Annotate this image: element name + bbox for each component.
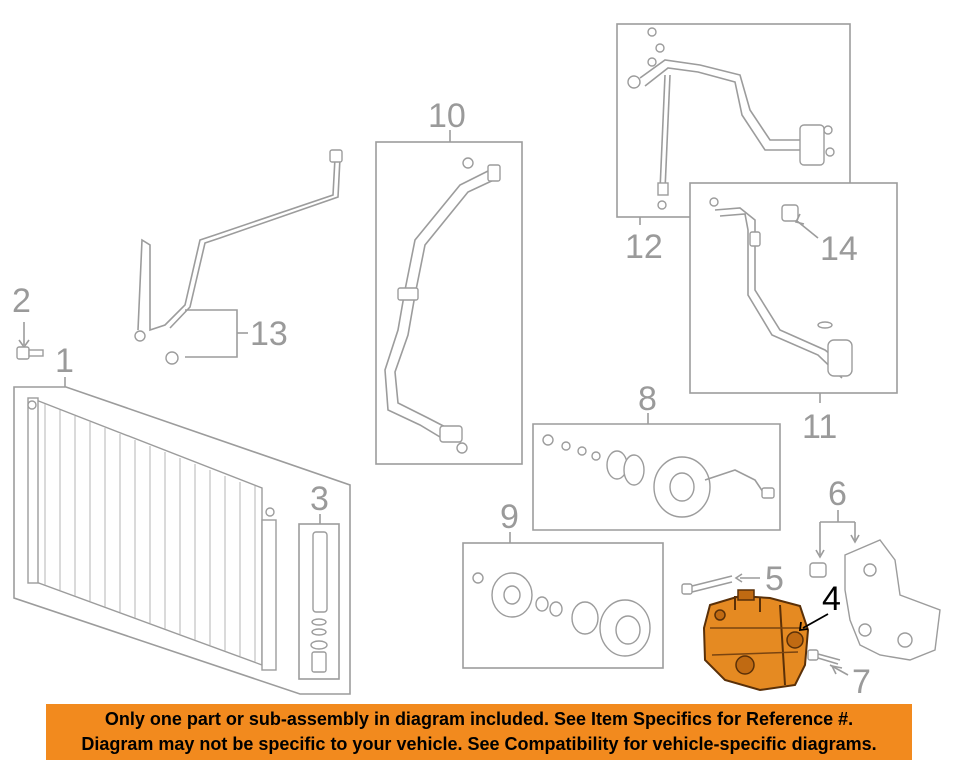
banner-line-2: Diagram may not be specific to your vehi… [81, 734, 877, 754]
callout-7: 7 [852, 663, 871, 701]
part-13-pipe [134, 149, 343, 365]
info-banner: Only one part or sub-assembly in diagram… [46, 704, 912, 760]
part-4-compressor [702, 589, 810, 692]
callout-11: 11 [802, 408, 837, 446]
callout-1: 1 [55, 342, 74, 380]
callout-3: 3 [310, 480, 329, 518]
part-5-bolt [681, 573, 760, 595]
part-3-drier [298, 523, 340, 680]
callout-14: 14 [820, 230, 858, 268]
callout-4: 4 [822, 580, 841, 618]
part-8-clutch [532, 423, 781, 531]
part-14-valve [781, 204, 819, 239]
callout-2: 2 [12, 282, 31, 320]
part-7-bolt [807, 649, 849, 676]
part-6-bracket [809, 510, 941, 661]
callout-9: 9 [500, 498, 519, 536]
callout-10: 10 [428, 97, 466, 135]
callout-8: 8 [638, 380, 657, 418]
part-9-pulley [462, 542, 664, 669]
callout-6: 6 [828, 475, 847, 513]
callout-12: 12 [625, 228, 663, 266]
callout-13: 13 [250, 315, 288, 353]
part-2-bolt [16, 322, 44, 360]
part-1-condenser [13, 386, 351, 695]
banner-line-1: Only one part or sub-assembly in diagram… [104, 709, 854, 729]
part-10-hose [375, 141, 523, 465]
callout-5: 5 [765, 560, 784, 598]
